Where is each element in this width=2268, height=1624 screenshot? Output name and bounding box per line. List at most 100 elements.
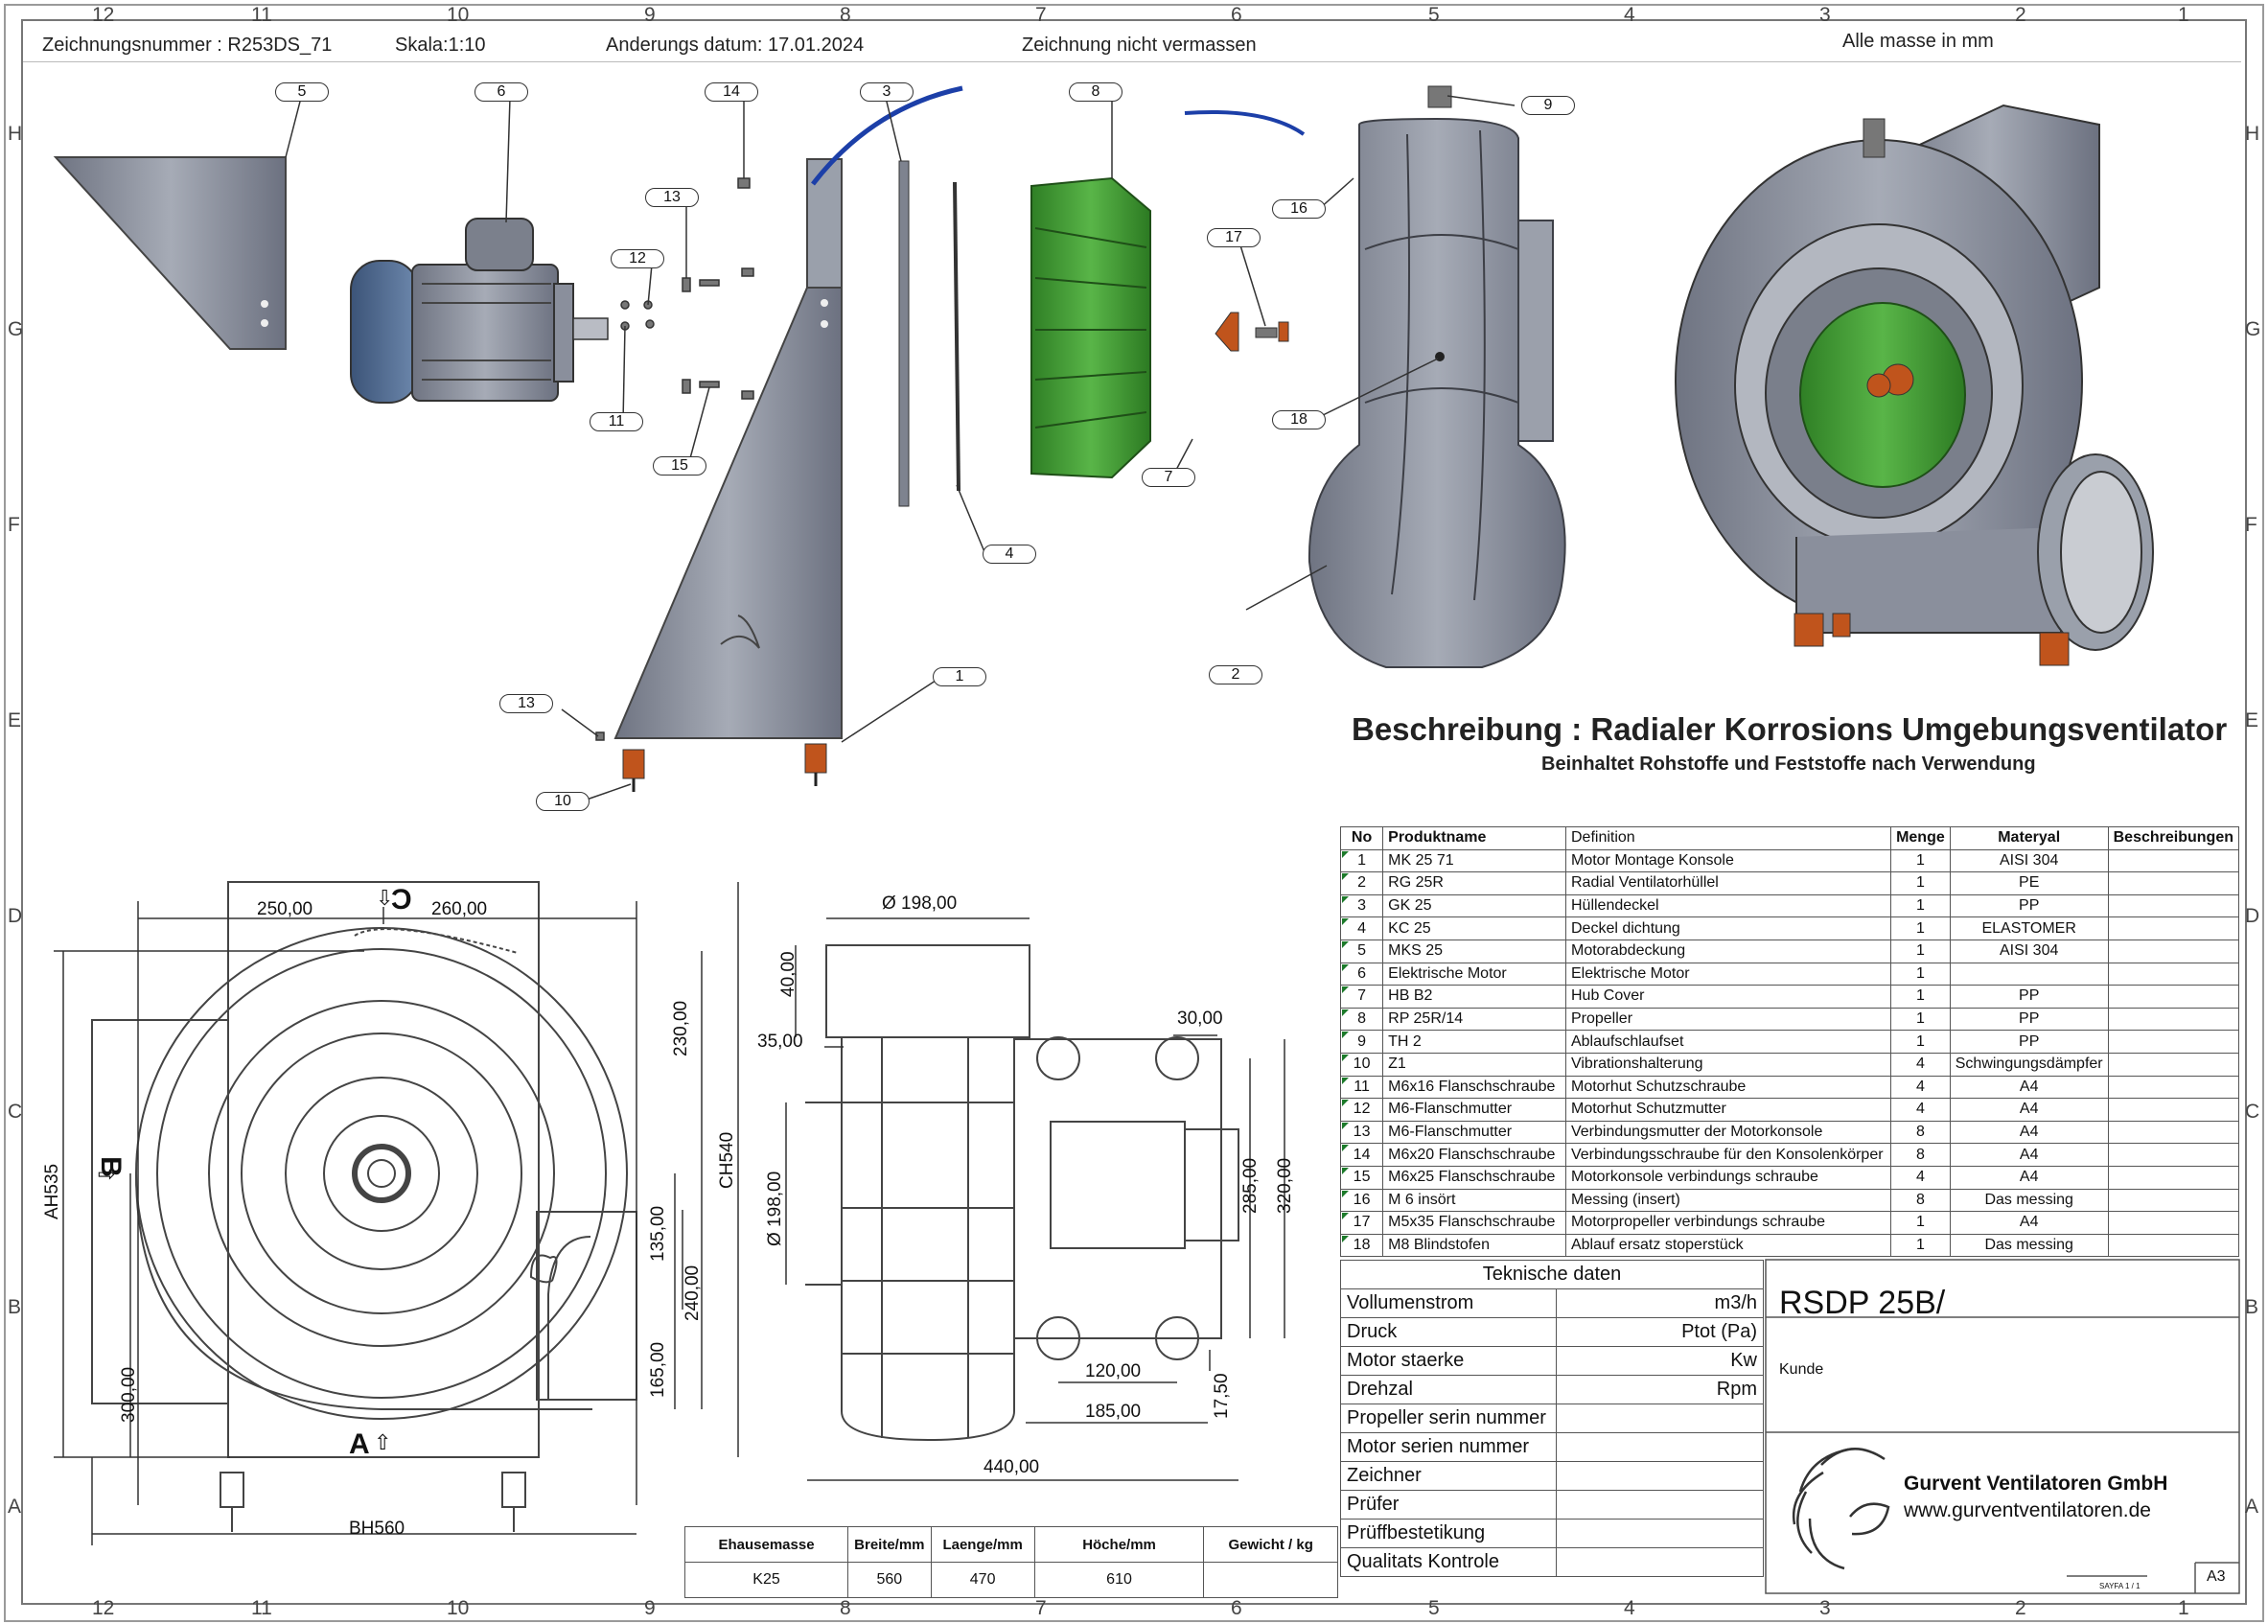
bom-definition: Deckel dichtung: [1564, 916, 1892, 940]
bom-quantity: 4: [1890, 1052, 1951, 1077]
bom-no: 18: [1339, 1233, 1384, 1258]
tech-label: Propeller serin nummer: [1340, 1404, 1557, 1433]
bom-material: A4: [1949, 1098, 2109, 1122]
bom-no: 3: [1339, 893, 1384, 918]
zone-col-label: 5: [1428, 1597, 1440, 1619]
tech-unit: [1556, 1547, 1764, 1577]
bom-product: Z1: [1382, 1052, 1566, 1077]
bom-definition: Verbindungsschraube für den Konsolenkörp…: [1564, 1143, 1892, 1167]
bom-material: [1949, 962, 2109, 986]
dim-240: 240,00: [683, 1264, 703, 1321]
dim-260: 260,00: [431, 899, 488, 919]
bom-definition: Motorhut Schutzmutter: [1564, 1098, 1892, 1122]
zone-col-label: 10: [447, 1597, 470, 1619]
bom-material: PP: [1949, 1007, 2109, 1032]
bom-material: AISI 304: [1949, 848, 2109, 873]
hub-cover-part: [1215, 312, 1289, 352]
bom-material: PE: [1949, 871, 2109, 895]
bom-quantity: 8: [1890, 1120, 1951, 1145]
zone-col-label: 1: [2178, 1597, 2189, 1619]
bom-no: 8: [1339, 1007, 1384, 1032]
bom-definition: Radial Ventilatorhüllel: [1564, 871, 1892, 895]
tech-unit: Rpm: [1556, 1375, 1764, 1404]
arrow-a: ⇧: [374, 1430, 392, 1454]
bom-header-material: Materyal: [1949, 826, 2109, 850]
part-balloon: 16: [1272, 199, 1326, 219]
bill-of-materials: No Produktname Definition Menge Materyal…: [1339, 826, 2240, 1258]
view-label-a: A: [349, 1428, 370, 1460]
bom-no: 17: [1339, 1211, 1384, 1235]
part-balloon: 18: [1272, 410, 1326, 429]
bom-material: A4: [1949, 1075, 2109, 1100]
bom-definition: Motorpropeller verbindungs schraube: [1564, 1211, 1892, 1235]
bom-product: M6x20 Flanschschraube: [1382, 1143, 1566, 1167]
front-view-dim-lines: [54, 882, 739, 1545]
leader-lines: [285, 95, 1516, 800]
bom-material: PP: [1949, 985, 2109, 1009]
bom-header-definition: Definition: [1564, 826, 1892, 850]
bom-description: [2107, 939, 2240, 963]
dim-dia198-side: Ø 198,00: [765, 1171, 785, 1246]
company-logo: [1792, 1448, 1890, 1570]
tech-unit: Ptot (Pa): [1556, 1317, 1764, 1347]
tech-row: Prüfer: [1340, 1490, 1764, 1520]
bom-definition: Ablaufschlaufset: [1564, 1030, 1892, 1054]
part-balloon: 13: [645, 188, 699, 207]
bom-material: A4: [1949, 1143, 2109, 1167]
do-not-measure-note: Zeichnung nicht vermassen: [1022, 35, 1257, 56]
bom-product: M6-Flanschmutter: [1382, 1120, 1566, 1145]
bom-no: 13: [1339, 1120, 1384, 1145]
bom-no: 1: [1339, 848, 1384, 873]
zone-row-label: A: [2245, 1496, 2259, 1518]
bom-definition: Motorhut Schutzschraube: [1564, 1075, 1892, 1100]
dim-230: 230,00: [671, 1000, 691, 1056]
zone-col-label: 9: [644, 4, 656, 26]
zone-row-label: E: [8, 709, 22, 731]
dim-120: 120,00: [1085, 1361, 1142, 1381]
tech-row: Propeller serin nummer: [1340, 1404, 1764, 1433]
bom-product: RP 25R/14: [1382, 1007, 1566, 1032]
header-divider: [23, 61, 2241, 62]
bom-description: [2107, 1120, 2240, 1145]
dim-185: 185,00: [1085, 1402, 1142, 1422]
bom-header-quantity: Menge: [1890, 826, 1951, 850]
tech-unit: [1556, 1404, 1764, 1433]
part-balloon: 7: [1142, 468, 1195, 487]
tech-unit: [1556, 1461, 1764, 1491]
zone-row-label: H: [2245, 123, 2260, 145]
scale-label: Skala:1:10: [395, 35, 486, 56]
bom-description: [2107, 848, 2240, 873]
description-title: Beschreibung : Radialer Korrosions Umgeb…: [1352, 711, 2228, 747]
bom-description: [2107, 1233, 2240, 1258]
dims-weight: [1203, 1562, 1338, 1598]
bom-description: [2107, 1007, 2240, 1032]
part-balloon: 1: [933, 667, 986, 686]
units-note: Alle masse in mm: [1842, 31, 1994, 52]
company-website: www.gurventventilatoren.de: [1904, 1499, 2151, 1521]
dims-header-row: Ehausemasse Breite/mm Laenge/mm Höche/mm…: [683, 1526, 1338, 1563]
bom-product: KC 25: [1382, 916, 1566, 940]
bom-quantity: 1: [1890, 939, 1951, 963]
fan-housing-part: [811, 85, 1566, 668]
dims-height: 610: [1033, 1562, 1205, 1598]
bom-product: HB B2: [1382, 985, 1566, 1009]
bom-quantity: 8: [1890, 1188, 1951, 1213]
bom-quantity: 1: [1890, 871, 1951, 895]
tech-label: Vollumenstrom: [1340, 1288, 1557, 1318]
zone-col-label: 3: [1819, 4, 1831, 26]
bom-material: A4: [1949, 1120, 2109, 1145]
zone-row-label: D: [2245, 905, 2260, 927]
bom-product: M6x16 Flanschschraube: [1382, 1075, 1566, 1100]
zone-row-label: B: [8, 1296, 22, 1318]
dim-40: 40,00: [778, 951, 798, 997]
bom-quantity: 8: [1890, 1143, 1951, 1167]
zone-col-label: 4: [1624, 4, 1635, 26]
propeller-part: [1030, 176, 1151, 479]
